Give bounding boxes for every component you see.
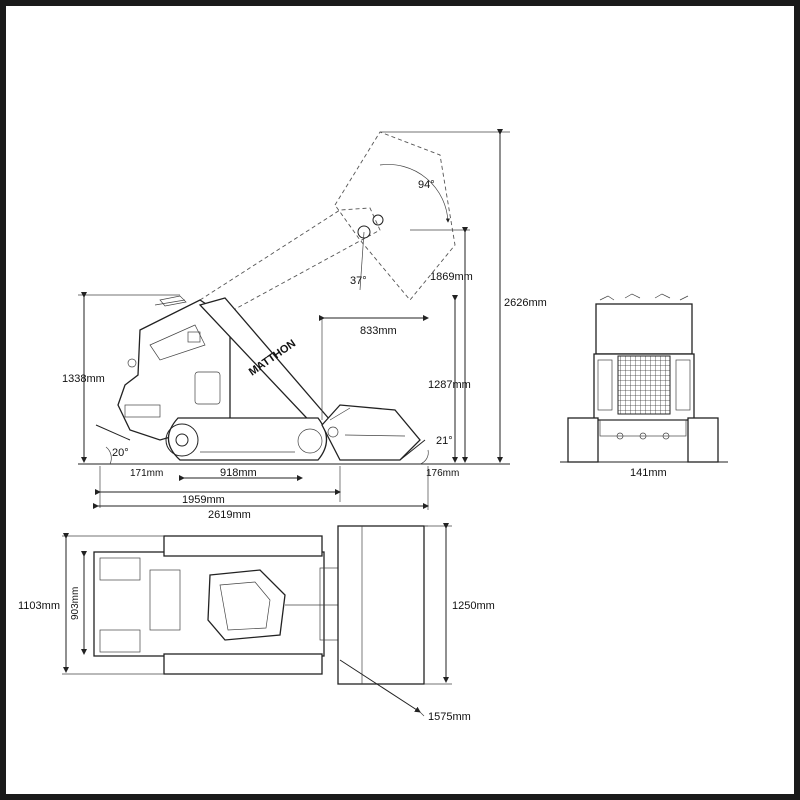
dump-angle-arc <box>379 164 450 223</box>
dim-1250-label: 1250mm <box>452 600 495 612</box>
dim-1103-label: 1103mm <box>18 600 60 612</box>
operator-handle <box>159 295 187 307</box>
front-left-panel <box>597 359 613 411</box>
front-angle-arc <box>419 449 429 465</box>
dim-line-1575 <box>339 659 421 713</box>
raised-pivot-2 <box>372 214 384 226</box>
bucket-lines <box>329 407 406 437</box>
dim-1959-label: 1959mm <box>182 494 225 506</box>
top-rear-lower-block <box>99 629 141 653</box>
sprocket-hub <box>175 433 189 447</box>
top-control-panel <box>149 569 181 631</box>
raised-pivot <box>357 225 371 239</box>
front-cab <box>595 303 693 355</box>
body-badge <box>187 331 201 343</box>
dig-angle-line <box>359 231 365 291</box>
front-fitting-1 <box>616 432 624 440</box>
top-bucket <box>337 525 425 685</box>
dim-1338-label: 1338mm <box>62 373 105 385</box>
dim-1869-label: 1869mm <box>430 271 473 283</box>
top-platform-inner <box>219 581 271 631</box>
rear-angle-line <box>95 424 131 441</box>
body-panel <box>149 324 206 361</box>
front-left-track <box>567 417 599 463</box>
angle-20-label: 20° <box>112 447 129 459</box>
rear-plate <box>124 404 161 418</box>
drive-sprocket <box>165 423 199 457</box>
dim-176-label: 176mm <box>426 468 459 479</box>
rear-angle-arc <box>105 446 112 465</box>
top-operator-platform <box>207 569 286 641</box>
front-right-panel <box>675 359 691 411</box>
leader-1575 <box>419 711 425 717</box>
top-view: 1103mm 903mm 1250mm 1575mm <box>18 523 495 723</box>
dim-1575-label: 1575mm <box>428 711 471 723</box>
dim-2626-label: 2626mm <box>504 297 547 309</box>
front-right-track <box>687 417 719 463</box>
dim-141-label: 141mm <box>630 467 667 479</box>
bucket-pivot <box>327 426 339 438</box>
dim-171-label: 171mm <box>130 468 163 479</box>
top-lower-track <box>163 653 323 675</box>
track <box>167 417 328 461</box>
front-top-fittings <box>599 293 689 301</box>
top-upper-track <box>163 535 323 557</box>
dim-833-label: 833mm <box>360 325 397 337</box>
front-view: 141mm <box>560 293 728 479</box>
angle-37-label: 37° <box>350 275 367 287</box>
angle-94-label: 94° <box>418 179 435 191</box>
dim-2619-label: 2619mm <box>208 509 251 521</box>
front-radiator-grill <box>617 355 671 415</box>
dim-1287-label: 1287mm <box>428 379 471 391</box>
hyd-fitting <box>127 358 137 368</box>
front-angle-line <box>399 439 426 461</box>
handle-rail <box>154 299 186 306</box>
front-fitting-2 <box>639 432 647 440</box>
bucket-lowered <box>321 404 421 461</box>
top-rear-upper-block <box>99 557 141 581</box>
idler-wheel <box>297 428 323 454</box>
angle-21-label: 21° <box>436 435 453 447</box>
body-window <box>194 371 221 405</box>
front-lower-frame <box>599 419 687 437</box>
dim-918-label: 918mm <box>220 467 257 479</box>
front-fitting-3 <box>662 432 670 440</box>
side-view: MATTHON 20° 21° 94° 37° 1338mm 2626mm <box>62 129 547 521</box>
dim-903-label: 903mm <box>70 587 81 620</box>
